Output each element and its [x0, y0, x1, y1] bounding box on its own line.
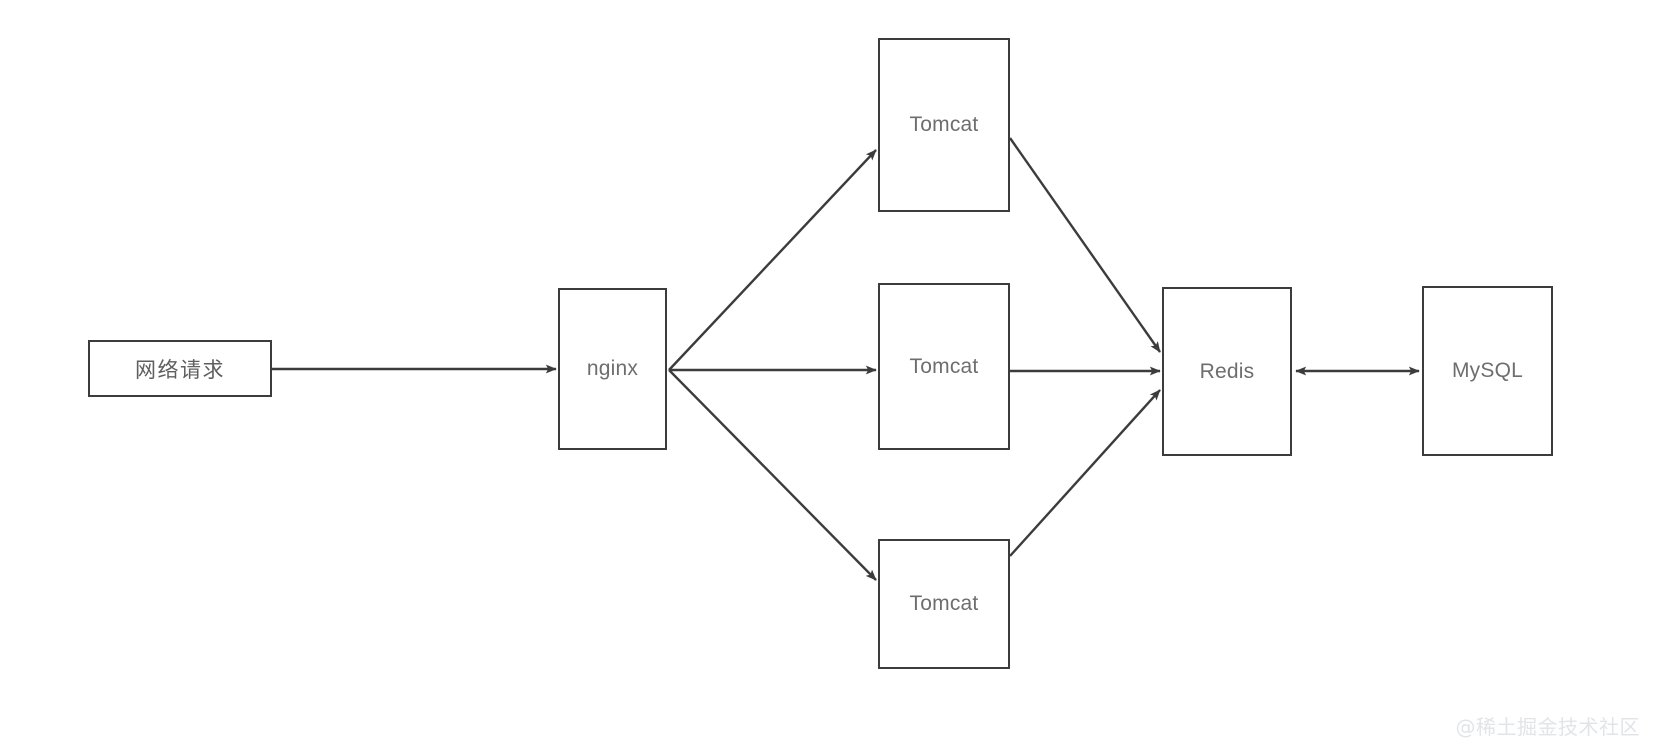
node-tomcat-1[interactable]: Tomcat: [878, 38, 1010, 212]
node-tomcat-3[interactable]: Tomcat: [878, 539, 1010, 669]
node-nginx[interactable]: nginx: [558, 288, 667, 450]
edge-tomcat-3-to-redis: [1009, 389, 1161, 557]
node-tomcat-3-label: Tomcat: [909, 592, 979, 615]
watermark: @稀土掘金技术社区: [1455, 715, 1640, 739]
node-tomcat-1-label: Tomcat: [909, 113, 979, 136]
node-nginx-label: nginx: [586, 357, 639, 380]
node-network-request-label: 网络请求: [135, 358, 225, 382]
node-redis-label: Redis: [1199, 359, 1255, 383]
node-network-request[interactable]: 网络请求: [88, 340, 272, 397]
edge-nginx-to-tomcat-1: [668, 149, 877, 371]
edge-nginx-to-tomcat-3: [668, 369, 877, 581]
node-mysql[interactable]: MySQL: [1422, 286, 1553, 456]
node-mysql-label: MySQL: [1451, 359, 1523, 382]
node-tomcat-2-label: Tomcat: [909, 354, 979, 378]
node-redis[interactable]: Redis: [1162, 287, 1292, 456]
node-tomcat-2[interactable]: Tomcat: [878, 283, 1010, 450]
edge-tomcat-1-to-redis: [1009, 137, 1161, 353]
